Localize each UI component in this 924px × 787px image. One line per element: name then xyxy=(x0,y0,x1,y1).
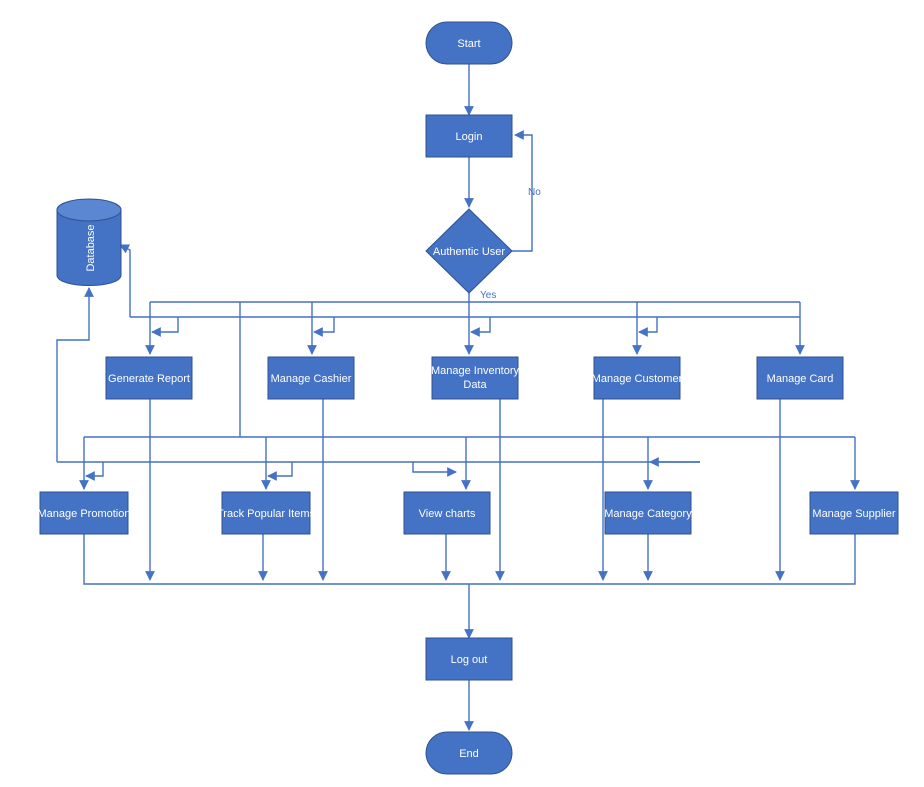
feed-manage-inventory xyxy=(470,317,491,337)
label-manage-category: Manage Category xyxy=(604,508,692,520)
end-label: End xyxy=(459,748,479,760)
box-manage-promotion: Manage Promotion xyxy=(38,491,131,535)
database-label: Database xyxy=(85,224,97,271)
feed-track-popular xyxy=(267,462,293,481)
label-manage-cashier: Manage Cashier xyxy=(271,373,352,385)
label-track-popular-items: Track Popular Items xyxy=(217,508,316,520)
box-track-popular-items: Track Popular Items xyxy=(217,491,316,535)
feed-manage-promotion xyxy=(85,462,104,481)
bus-bottom xyxy=(83,533,856,585)
box-manage-inventory: Manage Inventory Data xyxy=(431,356,520,400)
label-manage-promotion: Manage Promotion xyxy=(38,508,131,520)
connector-bus-database xyxy=(119,244,131,317)
connector-decision-no-loop xyxy=(512,130,533,252)
box-manage-cashier: Manage Cashier xyxy=(267,356,355,400)
box-manage-category: Manage Category xyxy=(604,491,692,535)
connectors xyxy=(56,63,860,731)
no-label: No xyxy=(528,187,541,198)
logout-label: Log out xyxy=(451,654,488,666)
label-view-charts: View charts xyxy=(419,508,476,520)
box-generate-report: Generate Report xyxy=(105,356,193,400)
box-manage-card: Manage Card xyxy=(756,356,844,400)
database-cylinder: Database xyxy=(56,198,122,286)
feed-manage-cashier xyxy=(313,317,335,337)
yes-label: Yes xyxy=(480,290,496,301)
box-manage-supplier: Manage Supplier xyxy=(809,491,899,535)
end-node: End xyxy=(425,731,513,775)
feed-view-charts xyxy=(412,462,457,477)
decision-label: Authentic User xyxy=(433,246,505,258)
label-manage-customer: Manage Customer xyxy=(592,373,683,385)
box-manage-customer: Manage Customer xyxy=(592,356,683,400)
start-node: Start xyxy=(425,21,513,65)
label-manage-supplier: Manage Supplier xyxy=(812,508,896,520)
label-manage-card: Manage Card xyxy=(767,373,834,385)
login-box: Login xyxy=(425,114,513,158)
feed-manage-customer xyxy=(638,317,658,337)
login-label: Login xyxy=(456,131,483,143)
feed-generate-report xyxy=(151,317,179,337)
decision-diamond: Authentic User xyxy=(425,208,513,294)
connector-to-database xyxy=(56,288,89,462)
label-manage-inventory-2: Data xyxy=(463,379,487,391)
label-generate-report: Generate Report xyxy=(108,373,190,385)
start-label: Start xyxy=(457,38,480,50)
logout-box: Log out xyxy=(425,637,513,681)
box-view-charts: View charts xyxy=(403,491,491,535)
label-manage-inventory-1: Manage Inventory xyxy=(431,365,520,377)
